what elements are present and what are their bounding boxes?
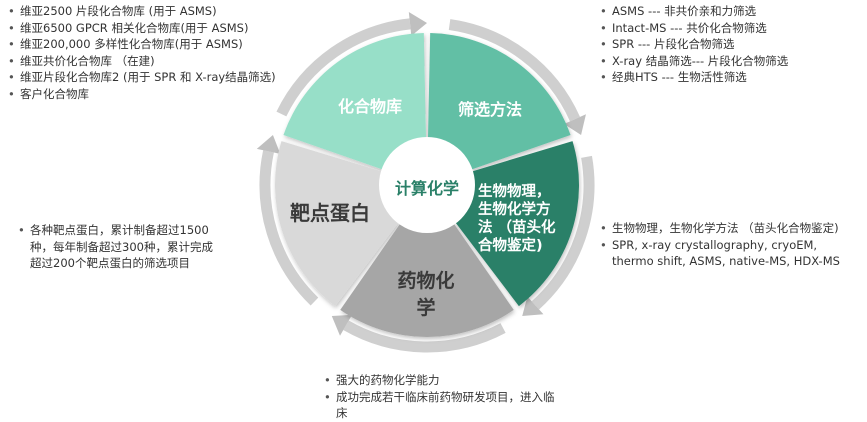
list-item: 维亚6500 GPCR 相关化合物库(用于 ASMS) — [8, 20, 328, 37]
arrowhead-icon — [564, 114, 586, 135]
segment-label-screening-methods: 筛选方法 — [457, 100, 522, 119]
segment-medicinal-chemistry — [275, 141, 400, 307]
segment-compound-library — [427, 33, 571, 170]
cycle-arrow-arc — [531, 155, 595, 310]
segment-label-target-protein: 靶点蛋白 — [290, 201, 370, 225]
target-protein-notes: 各种靶点蛋白，累计制备超过1500种，每年制备超过300种，累计完成超过200个… — [18, 222, 218, 272]
cycle-arrow-arc — [343, 320, 506, 353]
segment-label-biophysics: 生物物理，生物化学方法 （苗头化合物鉴定) — [478, 184, 556, 254]
list-item: 维亚2500 片段化合物库 (用于 ASMS) — [8, 3, 328, 20]
center-label: 计算化学 — [394, 179, 459, 198]
list-item: ASMS --- 非共价亲和力筛选 — [600, 3, 800, 20]
arrowhead-icon — [331, 314, 352, 336]
screening-methods-notes: ASMS --- 非共价亲和力筛选 Intact-MS --- 共价化合物筛选 … — [600, 3, 800, 86]
list-item: X-ray 结晶筛选--- 片段化合物筛选 — [600, 53, 800, 70]
arrowhead-icon — [408, 11, 427, 36]
list-item: 维亚200,000 多样性化合物库(用于 ASMS) — [8, 36, 328, 53]
segment-target-protein — [283, 33, 427, 170]
list-item: 客户化合物库 — [8, 86, 328, 103]
list-item: SPR --- 片段化合物筛选 — [600, 36, 800, 53]
segment-biophysics — [340, 222, 514, 338]
cycle-arrow-arc — [448, 19, 581, 122]
compound-library-notes: 维亚2500 片段化合物库 (用于 ASMS) 维亚6500 GPCR 相关化合… — [8, 3, 328, 102]
list-item: 强大的药物化学能力 — [324, 372, 564, 389]
center-circle — [379, 137, 475, 233]
list-item: 经典HTS --- 生物活性筛选 — [600, 69, 800, 86]
list-item: 维亚共价化合物库 （在建) — [8, 53, 328, 70]
segment-label-medicinal-chemistry: 药物化学 — [397, 270, 455, 319]
list-item: 成功完成若干临床前药物研发项目，进入临床 — [324, 389, 564, 422]
cycle-arrow-arc — [259, 150, 319, 306]
arrowhead-icon — [522, 296, 544, 317]
list-item: Intact-MS --- 共价化合物筛选 — [600, 20, 800, 37]
arrowhead-icon — [256, 134, 281, 154]
list-item: 生物物理，生物化学方法 （苗头化合物鉴定) — [600, 220, 862, 237]
list-item: SPR, x-ray crystallography, cryoEM, ther… — [600, 237, 862, 270]
medicinal-chemistry-notes: 强大的药物化学能力 成功完成若干临床前药物研发项目，进入临床 — [324, 372, 564, 422]
segment-label-compound-library: 化合物库 — [337, 97, 402, 116]
list-item: 维亚片段化合物库2 (用于 SPR 和 X-ray结晶筛选) — [8, 69, 328, 86]
list-item: 各种靶点蛋白，累计制备超过1500种，每年制备超过300种，累计完成超过200个… — [18, 222, 218, 272]
cycle-arrow-arc — [276, 18, 411, 117]
segment-screening-methods — [454, 141, 579, 307]
biophysics-notes: 生物物理，生物化学方法 （苗头化合物鉴定) SPR, x-ray crystal… — [600, 220, 862, 270]
